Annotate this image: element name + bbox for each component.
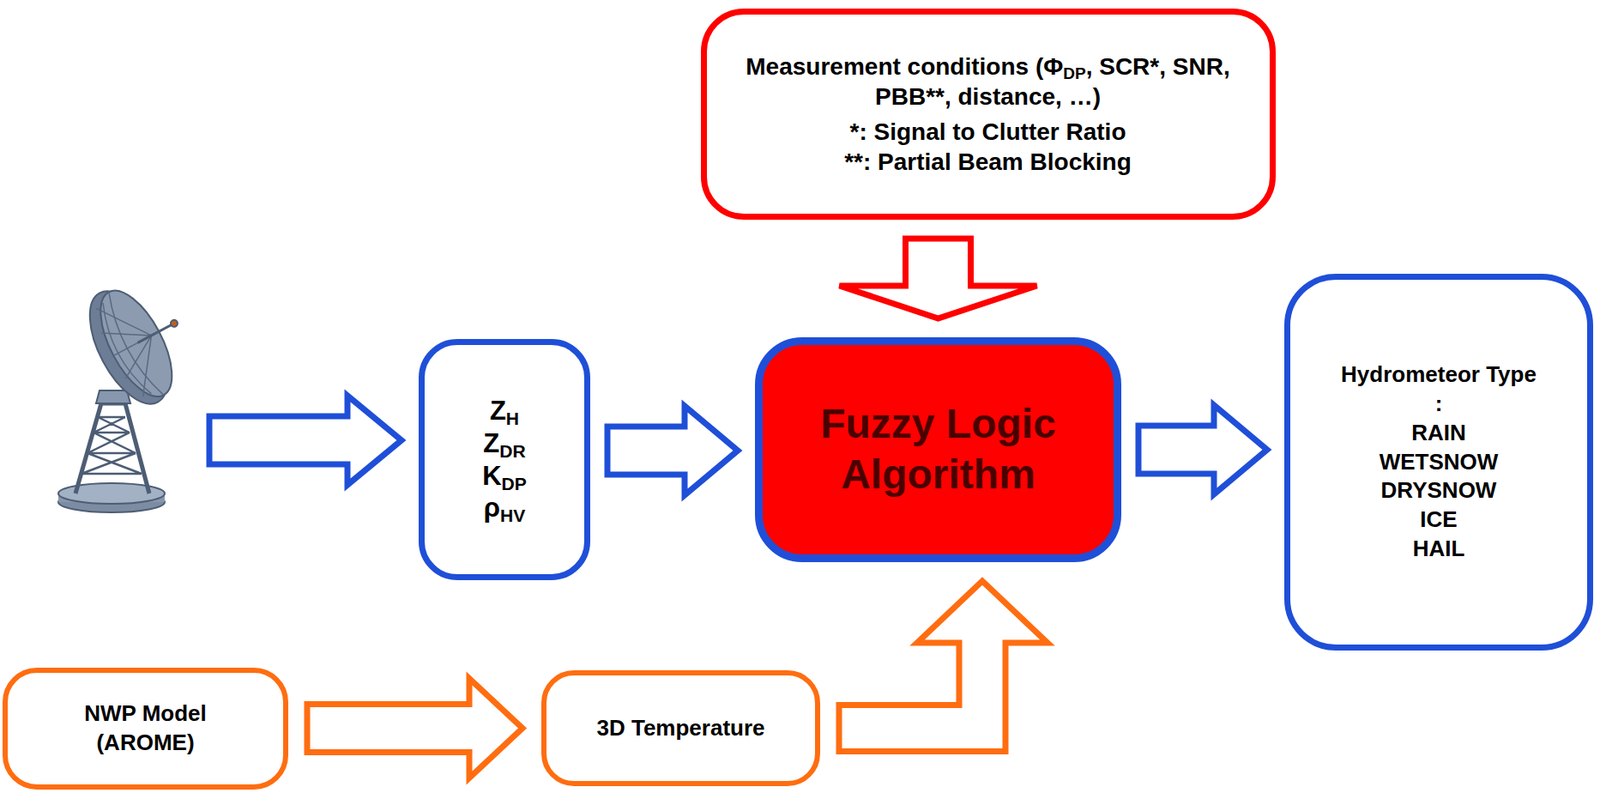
algorithm-box: Fuzzy Logic Algorithm [754,337,1122,562]
input-variables-box: ZHZDRKDPρHV [418,338,591,580]
node-content: Hydrometeor Type :RAINWETSNOWDRYSNOWICEH… [1340,360,1538,564]
footnote-text: **: Partial Beam Blocking [722,146,1255,177]
node-content: 3D Temperature [596,713,765,743]
node-label: NWP Model (AROME) [34,699,258,758]
footnote-text: *: Signal to Clutter Ratio [722,116,1255,147]
node-content: ZHZDRKDPρHV [482,394,527,525]
radar-lattice [81,416,142,474]
radar-tower [75,403,150,494]
block-arrow [607,405,738,496]
radar-feed [138,324,174,344]
hydrometeor-class: WETSNOW [1340,447,1538,477]
radar-variable: KDP [482,459,527,493]
node-label: 3D Temperature [596,713,765,743]
node-content: NWP Model (AROME) [34,699,258,758]
radar-dish [85,279,187,407]
node-content: Measurement conditions (ΦDP, SCR*, SNR, … [722,51,1255,177]
radar-pedestal [96,390,131,404]
radar-antenna [58,266,206,513]
hydrometeor-class: HAIL [1340,534,1538,564]
output-heading: Hydrometeor Type : [1340,360,1538,419]
block-arrow [307,678,523,779]
radar-dish-rings [90,291,164,405]
temperature-box: 3D Temperature [541,670,821,786]
radar-variable: ρHV [482,491,527,525]
radar-variable: ZH [482,394,527,428]
radar-variable: ZDR [482,427,527,460]
conditions-text: Measurement conditions (ΦDP, SCR*, SNR, … [722,51,1255,112]
node-content: Fuzzy Logic Algorithm [784,398,1093,500]
radar-feed-horn [169,318,180,328]
node-label: Fuzzy Logic Algorithm [784,398,1093,500]
radar-dish-ribs [88,291,175,401]
block-arrow [839,238,1038,319]
conditions-box: Measurement conditions (ΦDP, SCR*, SNR, … [700,8,1276,220]
hydrometeor-class: ICE [1340,505,1538,535]
hydrometeor-class: RAIN [1340,418,1538,448]
output-box: Hydrometeor Type :RAINWETSNOWDRYSNOWICEH… [1284,273,1594,651]
block-arrow [839,580,1048,752]
radar-output-arrow [209,395,402,485]
block-arrow [1138,404,1268,495]
hydrometeor-class: DRYSNOW [1340,476,1538,506]
model-box: NWP Model (AROME) [2,667,289,790]
